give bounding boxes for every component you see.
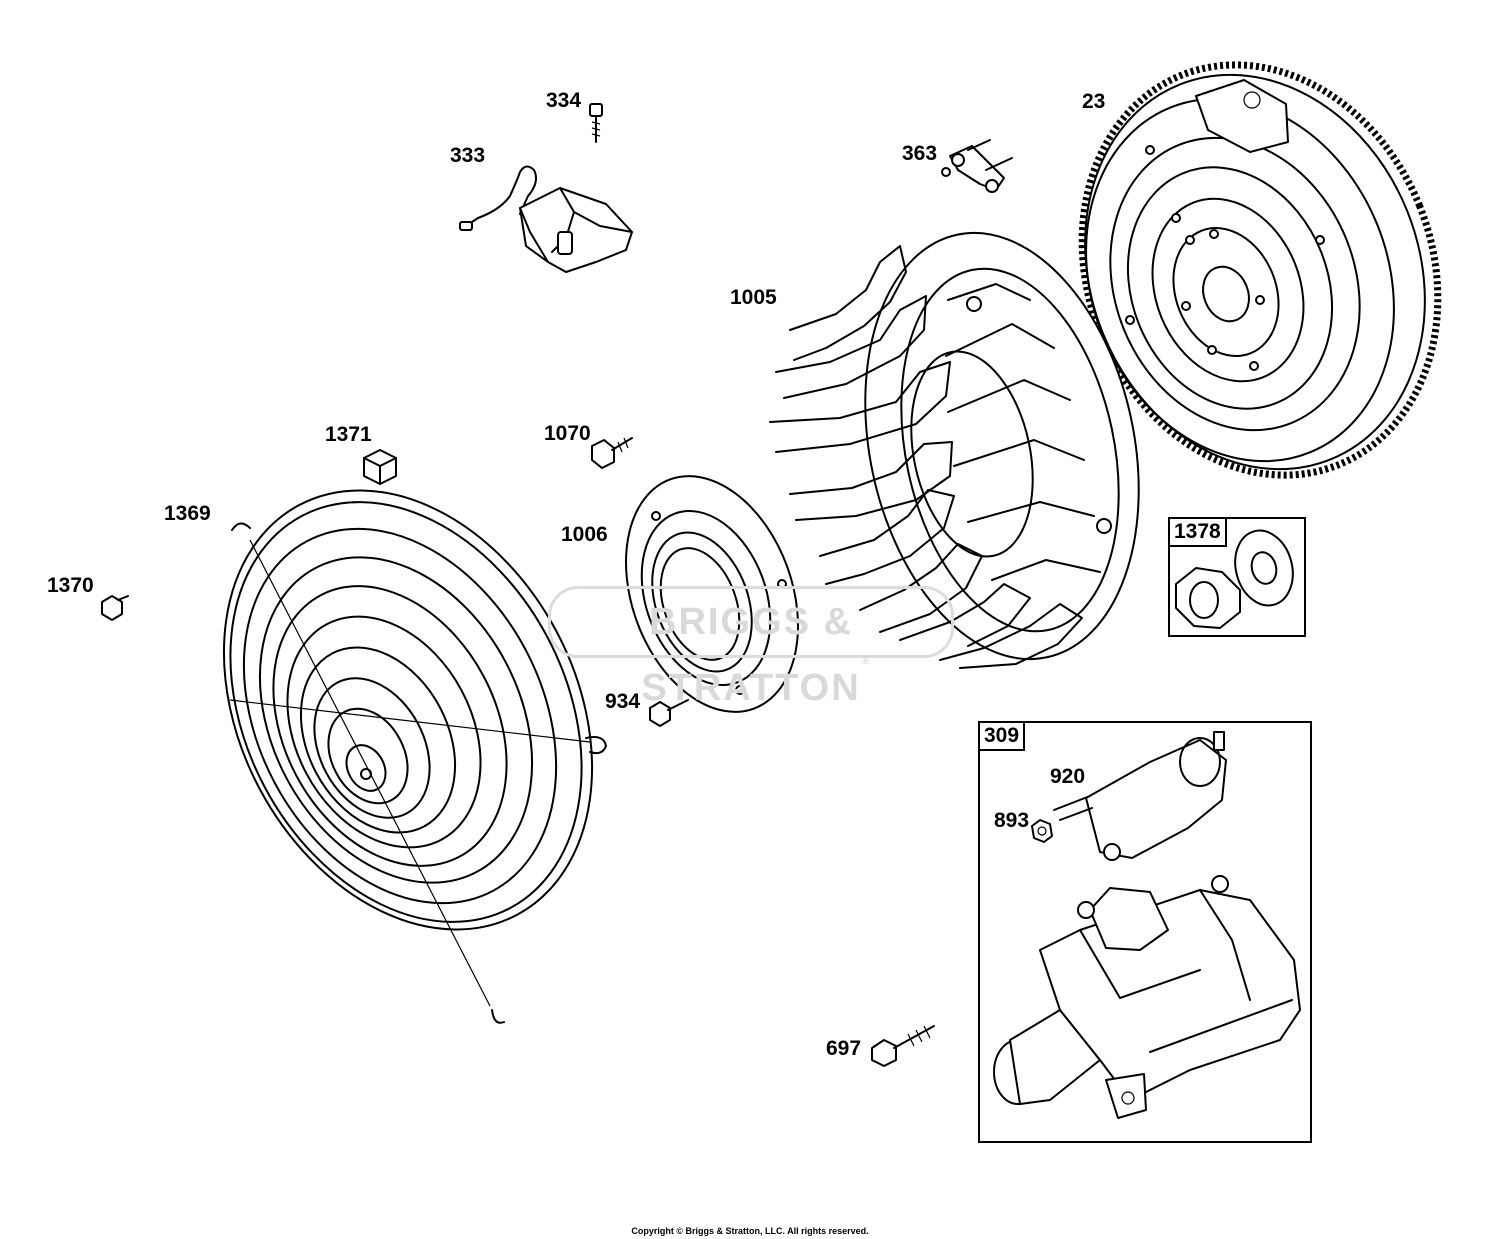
part-697-bolt[interactable] [871, 1025, 935, 1067]
callout-934[interactable]: 934 [605, 690, 641, 713]
part-893-nut[interactable] [1031, 819, 1053, 843]
callout-334[interactable]: 334 [546, 89, 582, 112]
callout-1006[interactable]: 1006 [561, 523, 608, 546]
callout-893[interactable]: 893 [994, 809, 1030, 832]
part-934-bolt[interactable] [649, 699, 689, 727]
callout-363[interactable]: 363 [902, 142, 938, 165]
part-309-starter-motor[interactable] [993, 875, 1301, 1119]
callout-1005[interactable]: 1005 [730, 286, 777, 309]
callout-1370[interactable]: 1370 [47, 574, 94, 597]
part-1070-bolt[interactable] [591, 437, 633, 469]
callout-1378[interactable]: 1378 [1170, 519, 1227, 548]
callout-920[interactable]: 920 [1050, 765, 1086, 788]
part-1371-spacer[interactable] [363, 449, 397, 485]
part-1005-fan[interactable] [769, 207, 1176, 684]
part-1369-grill[interactable] [151, 426, 666, 1024]
callout-333[interactable]: 333 [450, 144, 486, 167]
part-920-solenoid[interactable] [1053, 731, 1227, 861]
part-23-flywheel[interactable] [1022, 11, 1498, 529]
kit-box-1378: 1378 [1168, 517, 1306, 637]
kit-box-309: 309 [978, 721, 1312, 1143]
callout-309[interactable]: 309 [980, 723, 1026, 752]
callout-23[interactable]: 23 [1082, 90, 1106, 113]
part-1006-hub-plate[interactable] [595, 452, 829, 736]
part-333-ignition-coil[interactable] [459, 165, 633, 273]
callout-1371[interactable]: 1371 [325, 423, 372, 446]
part-363-bracket[interactable] [941, 139, 1013, 193]
callout-1070[interactable]: 1070 [544, 422, 591, 445]
brand-watermark: BRIGGS & STRATTON [548, 586, 954, 709]
part-1378-nut-washer[interactable] [1175, 524, 1301, 629]
registered-mark: ® [862, 656, 870, 667]
copyright-notice: Copyright © Briggs & Stratton, LLC. All … [631, 1226, 869, 1236]
callout-1369[interactable]: 1369 [164, 502, 211, 525]
part-1370-screw[interactable] [101, 595, 129, 621]
part-334-screw[interactable] [589, 103, 603, 143]
callout-697[interactable]: 697 [826, 1037, 862, 1060]
